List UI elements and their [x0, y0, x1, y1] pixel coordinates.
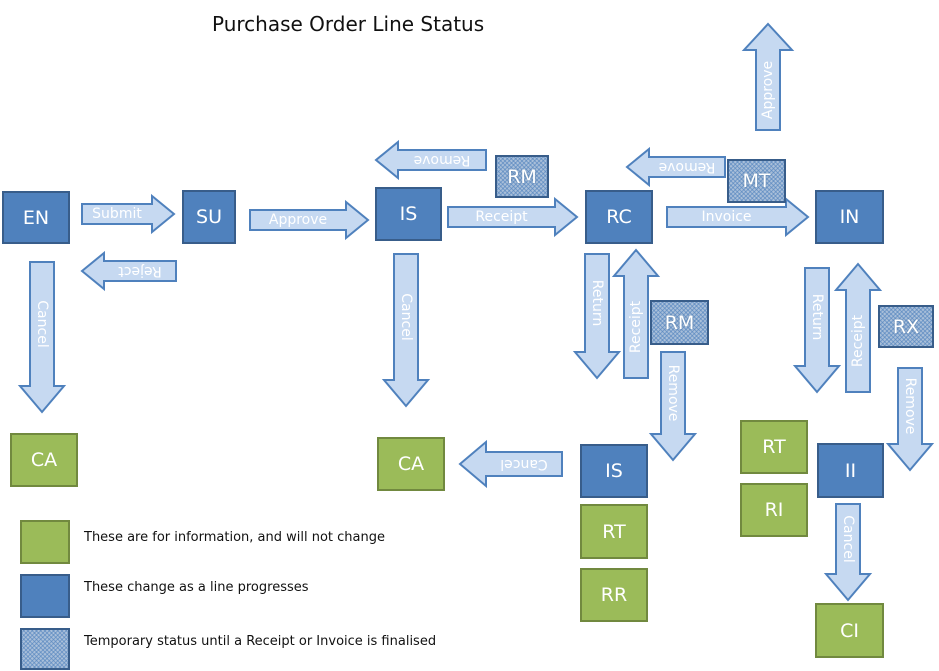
arrow-remove-rc	[625, 146, 726, 188]
arrow-label-receipt-rc: Receipt	[628, 300, 644, 353]
arrow-invoice	[666, 196, 810, 238]
legend-temp-swatch	[20, 628, 70, 670]
arrow-label-remove-is: Remove	[414, 152, 471, 168]
status-ca-left: CA	[10, 433, 78, 487]
arrow-receipt-rc	[611, 248, 661, 379]
temp-status-rx: RX	[878, 305, 934, 348]
status-is-lower: IS	[580, 444, 648, 498]
status-rc: RC	[585, 190, 653, 244]
status-rr: RR	[580, 568, 648, 622]
arrow-label-cancel-en: Cancel	[34, 300, 50, 347]
arrow-approve-up	[741, 22, 795, 131]
arrow-remove-rx	[885, 367, 935, 472]
arrow-label-remove-rc: Remove	[659, 159, 716, 175]
arrow-return-in	[792, 267, 842, 394]
arrow-submit	[81, 193, 176, 235]
arrow-label-cancel-is: Cancel	[398, 293, 414, 340]
temp-status-mt: MT	[727, 159, 786, 203]
arrow-remove-rm	[648, 351, 698, 462]
arrow-remove-is	[374, 139, 487, 181]
arrow-label-cancel-ii: Cancel	[840, 515, 856, 562]
status-is: IS	[375, 187, 442, 241]
status-ca-mid: CA	[377, 437, 445, 491]
status-en: EN	[2, 191, 70, 244]
arrow-label-receipt-is: Receipt	[475, 209, 528, 225]
legend-blue-text: These change as a line progresses	[84, 580, 309, 595]
legend-green-swatch	[20, 520, 70, 564]
diagram-title: Purchase Order Line Status	[212, 12, 485, 36]
arrow-label-return-rc: Return	[589, 280, 605, 326]
arrow-receipt-is	[447, 196, 579, 238]
legend-temp-text: Temporary status until a Receipt or Invo…	[84, 634, 437, 649]
status-su: SU	[182, 190, 236, 244]
arrow-return-rc	[572, 253, 622, 380]
arrow-label-remove-rm: Remove	[665, 365, 681, 422]
status-ri: RI	[740, 483, 808, 537]
arrow-approve-su	[249, 199, 370, 241]
status-rt-right: RT	[740, 420, 808, 474]
status-in: IN	[815, 190, 884, 244]
status-rt-mid: RT	[580, 504, 648, 559]
arrow-label-cancel-lower: Cancel	[500, 456, 547, 472]
arrow-receipt-in	[833, 262, 883, 393]
arrow-cancel-ii	[823, 503, 873, 602]
arrow-label-submit: Submit	[92, 206, 142, 222]
temp-status-rm-top: RM	[495, 155, 549, 198]
arrow-label-approve-up: Approve	[760, 61, 776, 119]
arrow-label-approve-su: Approve	[269, 212, 327, 228]
arrow-cancel-is	[381, 253, 431, 408]
legend-blue-swatch	[20, 574, 70, 618]
arrow-cancel-en	[17, 261, 67, 414]
temp-status-rm-mid: RM	[650, 300, 709, 345]
status-ii: II	[817, 443, 884, 498]
arrow-reject	[80, 250, 177, 292]
arrow-label-receipt-in: Receipt	[850, 314, 866, 367]
arrow-label-reject: Reject	[118, 263, 162, 279]
arrow-label-invoice: Invoice	[701, 209, 751, 225]
arrow-label-remove-rx: Remove	[902, 378, 918, 435]
arrow-label-return-in: Return	[809, 294, 825, 340]
arrow-cancel-lower	[458, 439, 563, 489]
legend-green-text: These are for information, and will not …	[84, 530, 385, 545]
status-ci: CI	[815, 603, 884, 658]
